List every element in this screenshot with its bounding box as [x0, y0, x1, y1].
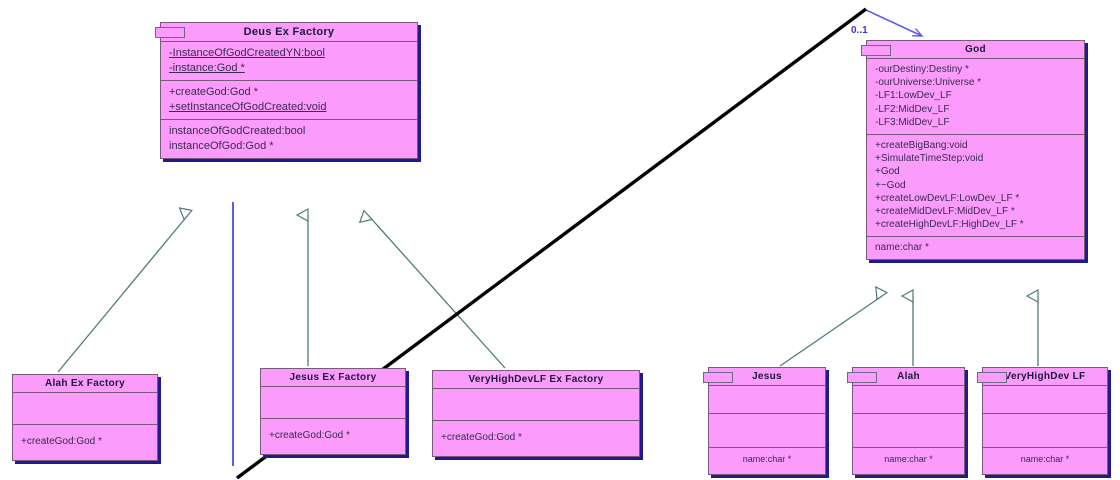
member-row: -ourDestiny:Destiny *	[875, 64, 969, 75]
compartment-extras: name:char *	[853, 448, 964, 474]
compartment-operations	[709, 414, 825, 447]
compartment-divider	[13, 392, 157, 393]
member-row: +createGod:God *	[269, 430, 350, 441]
compartment-divider	[853, 413, 964, 414]
compartment-divider	[983, 447, 1107, 448]
multiplicity-label-0-1: 0..1	[851, 25, 868, 36]
member-row: instanceOfGod:God *	[169, 139, 274, 152]
compartment-attributes	[983, 386, 1107, 413]
member-row: +createHighDevLF:HighDev_LF *	[875, 219, 1024, 231]
class-tab-icon	[861, 45, 891, 56]
compartment-attributes: -ourDestiny:Destiny * -ourUniverse:Unive…	[867, 59, 1084, 134]
member-row: +setInstanceOfGodCreated:void	[169, 100, 327, 113]
class-tab-icon	[977, 372, 1007, 383]
compartment-extras: name:char *	[983, 448, 1107, 474]
compartment-divider	[13, 424, 157, 425]
member-row: +createGod:God *	[441, 432, 522, 443]
compartment-attributes	[853, 386, 964, 413]
class-box-jesus-ex-factory[interactable]: Jesus Ex Factory +createGod:God *	[260, 368, 406, 456]
compartment-divider	[867, 58, 1084, 59]
compartment-extras: name:char *	[709, 448, 825, 474]
member-row: -InstanceOfGodCreatedYN:bool	[169, 47, 325, 59]
member-row: +createBigBang:void	[875, 139, 968, 151]
compartment-attributes	[13, 393, 157, 424]
class-box-veryhighdev-lf[interactable]: VeryHighDev LF name:char *	[977, 367, 1108, 475]
member-row: name:char *	[884, 454, 933, 464]
class-title-alah: Alah	[897, 371, 920, 382]
class-box-deus-ex-factory[interactable]: Deus Ex Factory -InstanceOfGodCreatedYN:…	[155, 22, 418, 160]
member-row: +createLowDevLF:LowDev_LF *	[875, 192, 1020, 204]
compartment-extras: name:char *	[867, 237, 1084, 259]
member-row: -instance:God *	[169, 61, 245, 74]
compartment-divider	[867, 236, 1084, 238]
class-box-alah[interactable]: Alah name:char *	[847, 367, 965, 475]
generalization-jesus-to-god	[779, 296, 882, 367]
member-row: +~God	[875, 179, 906, 191]
member-row: +createGod:God *	[169, 86, 258, 99]
member-row: -LF2:MidDev_LF	[875, 103, 950, 115]
member-row: +God	[875, 166, 900, 178]
compartment-operations: +createGod:God *	[433, 421, 639, 456]
class-title-deus-ex-factory: Deus Ex Factory	[243, 26, 335, 38]
member-row: +SimulateTimeStep:void	[875, 153, 984, 165]
class-title-god: God	[965, 44, 986, 55]
member-row: instanceOfGodCreated:bool	[169, 125, 306, 138]
class-title-alah-ex-factory: Alah Ex Factory	[44, 378, 126, 389]
member-row: +createMidDevLF:MidDev_LF *	[875, 205, 1015, 217]
compartment-attributes	[433, 389, 639, 420]
member-row: -ourUniverse:Universe *	[875, 77, 982, 89]
compartment-attributes: -InstanceOfGodCreatedYN:bool -instance:G…	[161, 42, 417, 80]
generalization-veryhighdevlf-ex-factory	[368, 215, 506, 369]
member-row: +createGod:God *	[21, 436, 102, 447]
class-box-veryhighdevlf-ex-factory[interactable]: VeryHighDevLF Ex Factory +createGod:God …	[432, 370, 640, 458]
class-tab-icon	[847, 372, 877, 383]
generalization-alah-ex-factory	[57, 215, 188, 373]
class-box-alah-ex-factory[interactable]: Alah Ex Factory +createGod:God *	[12, 374, 158, 462]
compartment-operations: +createGod:God *	[261, 419, 405, 454]
class-title-veryhighdev-lf: VeryHighDev LF	[1004, 371, 1086, 382]
member-row: name:char *	[875, 242, 929, 254]
compartment-extras: instanceOfGodCreated:bool instanceOfGod:…	[161, 120, 417, 158]
compartment-divider	[853, 385, 964, 386]
class-tab-icon	[155, 27, 185, 38]
class-title-jesus-ex-factory: Jesus Ex Factory	[289, 372, 377, 383]
compartment-divider	[983, 385, 1107, 386]
class-title-veryhighdevlf-ex-factory: VeryHighDevLF Ex Factory	[468, 374, 604, 385]
member-row: name:char *	[742, 454, 792, 464]
compartment-operations: +createBigBang:void +SimulateTimeStep:vo…	[867, 135, 1084, 236]
compartment-divider	[867, 133, 1084, 135]
member-row: -LF3:MidDev_LF	[875, 116, 950, 128]
compartment-attributes	[261, 387, 405, 418]
compartment-divider	[853, 447, 964, 448]
member-row: name:char *	[1020, 454, 1070, 464]
compartment-operations	[853, 414, 964, 447]
class-box-god[interactable]: God -ourDestiny:Destiny * -ourUniverse:U…	[861, 40, 1085, 261]
compartment-attributes	[709, 386, 825, 413]
compartment-divider	[983, 413, 1107, 414]
class-box-jesus[interactable]: Jesus name:char *	[703, 367, 826, 475]
class-tab-icon	[703, 372, 733, 383]
compartment-operations: +createGod:God *	[13, 425, 157, 460]
member-row: -LF1:LowDev_LF	[875, 90, 952, 102]
compartment-operations	[983, 414, 1107, 447]
compartment-operations: +createGod:God * +setInstanceOfGodCreate…	[161, 81, 417, 119]
